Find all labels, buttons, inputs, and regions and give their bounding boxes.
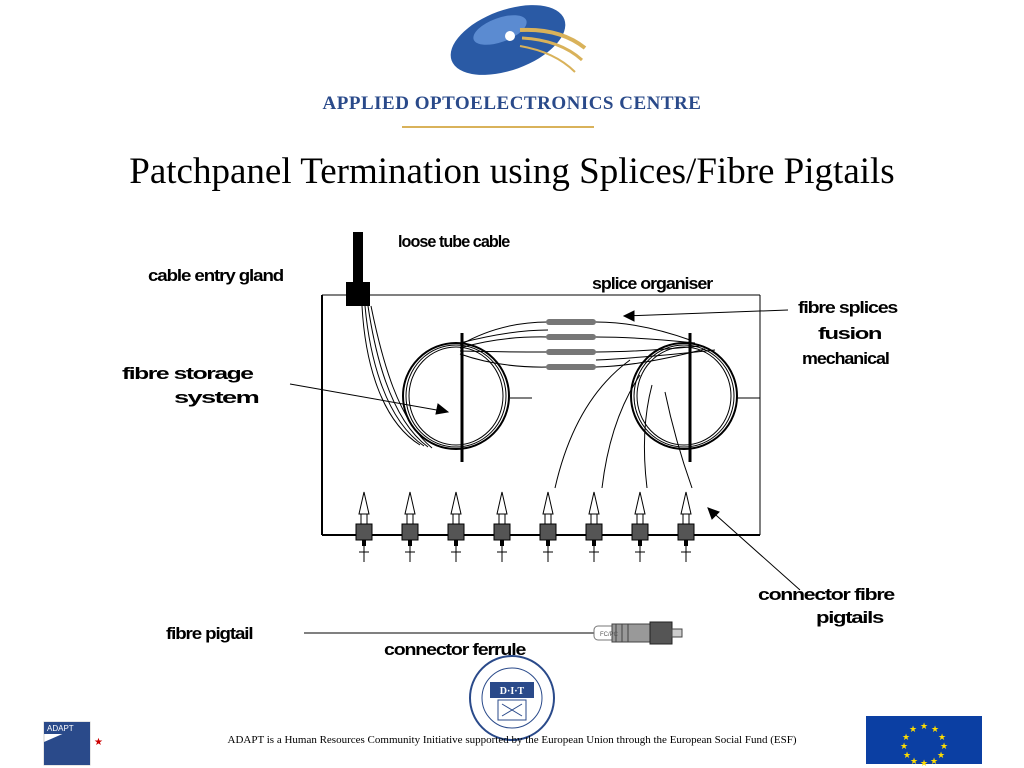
label-connector-ferrule: connector ferrule [384, 640, 526, 659]
page-title: Patchpanel Termination using Splices/Fib… [129, 151, 895, 192]
connector-7 [631, 491, 649, 562]
label-connector-fibre: connector fibre [758, 585, 895, 604]
adapt-logo-icon [43, 721, 91, 766]
svg-text:★: ★ [930, 757, 938, 767]
dit-logo-icon [469, 655, 555, 741]
connector-2 [401, 491, 419, 562]
connector-8 [677, 491, 695, 562]
label-system: system [174, 388, 260, 407]
label-cable-entry: cable entry gland [148, 266, 284, 285]
connector-5 [539, 491, 557, 562]
connector-row [355, 491, 695, 562]
org-name: APPLIED OPTOELECTRONICS CENTRE [322, 93, 702, 114]
svg-text:★: ★ [900, 742, 908, 752]
svg-text:★: ★ [910, 757, 918, 767]
label-fusion: fusion [818, 324, 882, 343]
connector-4 [493, 491, 511, 562]
svg-text:★: ★ [903, 751, 911, 761]
svg-text:★: ★ [938, 733, 946, 743]
org-underline [402, 126, 594, 128]
connector-ferrule-icon [593, 621, 683, 645]
label-fibre-splices: fibre splices [798, 298, 898, 317]
label-mechanical: mechanical [802, 349, 890, 368]
cable-entry [346, 232, 370, 306]
label-fibre-storage: fibre storage [122, 364, 254, 383]
connector-1 [355, 491, 373, 562]
eu-flag-icon: ★ ★ ★ ★ ★ ★ ★ ★ ★ ★ ★ ★ [866, 716, 982, 768]
footer-text: ADAPT is a Human Resources Community Ini… [227, 734, 797, 746]
svg-text:★: ★ [920, 722, 928, 732]
adapt-logo-text: ADAPT [47, 724, 74, 733]
svg-text:★: ★ [920, 759, 928, 768]
orbit-swoosh-logo-icon [450, 5, 587, 75]
adapt-star-icon: ★ [94, 737, 103, 748]
spliced-fibres [459, 321, 716, 368]
label-loose-tube-cable: loose tube cable [398, 232, 510, 251]
label-pigtails: pigtails [816, 608, 884, 627]
right-storage-coil [630, 333, 738, 462]
label-fibre-pigtail: fibre pigtail [166, 624, 254, 643]
dit-logo-text: D·I·T [500, 686, 525, 697]
svg-text:★: ★ [902, 733, 910, 743]
patch-panel-box [321, 294, 761, 536]
svg-text:★: ★ [937, 751, 945, 761]
label-splice-organiser: splice organiser [592, 274, 713, 293]
connector-3 [447, 491, 465, 562]
ferrule-label: FC/PC [600, 632, 619, 638]
pigtail-fibres [554, 359, 693, 489]
svg-text:★: ★ [909, 725, 917, 735]
splice-organiser [546, 319, 596, 370]
fibre-bundle [361, 305, 433, 449]
connector-6 [585, 491, 603, 562]
pointer-arrows [289, 309, 801, 634]
svg-text:★: ★ [940, 742, 948, 752]
svg-text:★: ★ [931, 725, 939, 735]
